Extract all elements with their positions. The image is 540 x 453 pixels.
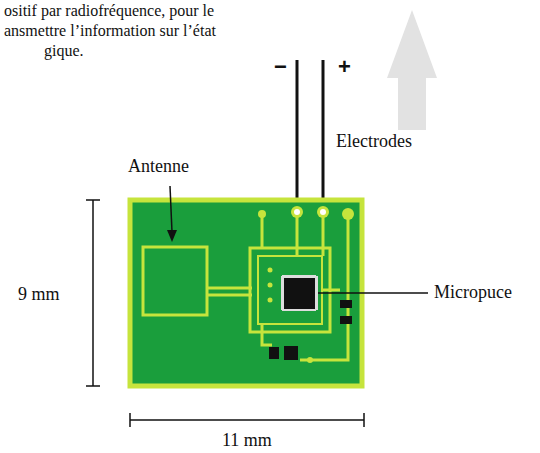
dimension-line: [86, 200, 100, 386]
via: [268, 283, 273, 288]
via: [268, 268, 273, 273]
electrode-sign: −: [274, 54, 287, 79]
leader-arrowhead: [167, 230, 177, 242]
chip-frame: [250, 248, 330, 332]
intro-text: gique.: [44, 42, 84, 60]
trace: [322, 289, 340, 292]
trace: [296, 212, 299, 256]
trace: [207, 287, 252, 290]
part-label: Electrodes: [336, 131, 412, 152]
chip-frame: [258, 256, 322, 324]
pad: [291, 206, 303, 218]
electrode-wire: [322, 60, 325, 212]
dimension-line: [130, 413, 364, 427]
trace: [261, 214, 264, 248]
smd-component: [340, 300, 352, 308]
pad: [258, 210, 266, 218]
via: [307, 357, 313, 363]
direction-arrow: [387, 10, 437, 130]
trace: [262, 324, 272, 345]
intro-text: ositif par radiofréquence, pour le: [4, 2, 214, 20]
pad: [320, 209, 326, 215]
electrode-wire: [296, 60, 299, 212]
smd-component: [340, 316, 352, 324]
trace: [322, 212, 325, 256]
smd-component: [269, 347, 279, 359]
dimension-label: 11 mm: [222, 430, 272, 451]
smd-component: [284, 346, 298, 360]
microchip: [281, 275, 318, 311]
part-label: Antenne: [128, 156, 189, 177]
antenna-coil: [143, 247, 207, 315]
pad: [317, 206, 329, 218]
intro-text: ansmettre l’information sur l’état: [4, 22, 216, 40]
dimension-label: 9 mm: [18, 284, 60, 305]
pad: [342, 208, 354, 220]
via: [268, 298, 273, 303]
part-label: Micropuce: [434, 282, 512, 303]
leader-line: [170, 186, 172, 232]
leader-line: [318, 292, 428, 294]
pad: [294, 209, 300, 215]
electrode-sign: +: [338, 54, 351, 79]
trace: [207, 294, 252, 297]
